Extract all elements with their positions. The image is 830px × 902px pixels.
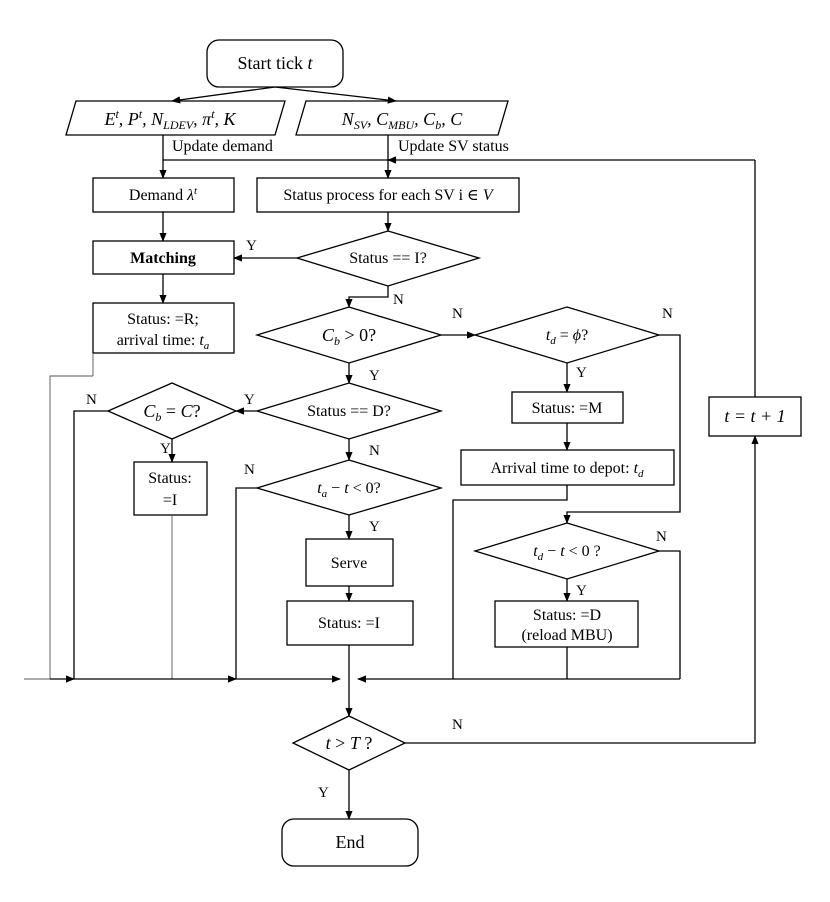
yn-tdphi-no: N (662, 306, 673, 322)
start-label: Start tick t (237, 53, 313, 73)
yn-cbgt0-yes: Y (369, 368, 380, 384)
yn-tgtT-no: N (452, 717, 463, 733)
yn-tat-yes: Y (369, 519, 380, 535)
status-d-label: Status == D? (307, 403, 391, 420)
yn-cbc-no: N (86, 392, 97, 408)
connectors (24, 86, 759, 820)
status-m-box (511, 391, 624, 424)
update-demand-label: Update demand (172, 138, 273, 155)
status-r-box (92, 302, 235, 354)
matching-label: Matching (130, 250, 196, 267)
arrival-depot-label: Arrival time to depot: td (490, 460, 644, 480)
yn-tgtT-yes: Y (318, 785, 329, 801)
serve-label: Serve (331, 555, 367, 572)
ta-minus-t-label: ta − t < 0? (317, 480, 381, 500)
yn-statusd-yes: Y (244, 392, 255, 408)
td-minus-t-label: td − t < 0 ? (533, 543, 601, 563)
status-r-line2: arrival time: ta (117, 332, 210, 352)
status-i-center-label: Status: =I (318, 615, 380, 632)
status-d-line1: Status: =D (533, 607, 601, 624)
increment-label: t = t + 1 (724, 406, 785, 426)
arrival-depot-box (460, 449, 675, 486)
yn-tdt-no: N (656, 529, 667, 545)
status-i-left-box (133, 461, 208, 516)
yn-tat-no: N (244, 462, 255, 478)
status-process-label: Status process for each SV i ∈ V (283, 187, 495, 204)
yn-cbgt0-no: N (452, 306, 463, 322)
cb-eq-c-label: Cb = C? (143, 401, 200, 424)
matching-box (92, 240, 235, 275)
status-i-left-line2: =I (163, 492, 177, 509)
yn-cbc-yes: Y (160, 441, 171, 457)
status-process-box (256, 177, 520, 213)
input-right-label: NSV, CMBU, Cb, C (341, 109, 463, 132)
t-gt-T-label: t > T ? (326, 733, 373, 753)
increment-box (708, 396, 802, 437)
status-i-decision-label: Status == I? (349, 250, 427, 267)
yn-status-i-no: N (393, 292, 404, 308)
input-left-label: Et, Pt, NLDEV, πt, K (103, 107, 236, 132)
update-sv-status-label: Update SV status (398, 138, 509, 155)
status-r-line1: Status: =R; (127, 311, 199, 328)
input-right-parallelogram (295, 100, 509, 136)
status-m-label: Status: =M (532, 400, 603, 417)
status-d-line2: (reload MBU) (521, 627, 612, 644)
yn-status-i-yes: Y (246, 238, 257, 254)
yn-tdphi-yes: Y (576, 365, 587, 381)
end-label: End (336, 832, 365, 852)
status-i-left-line1: Status: (148, 470, 192, 487)
demand-label: Demand λt (129, 185, 198, 204)
cb-gt-zero-label: Cb > 0? (322, 325, 376, 348)
yn-tdt-yes: Y (576, 583, 587, 599)
yn-statusd-no: N (369, 443, 380, 459)
input-left-parallelogram (65, 100, 286, 136)
td-phi-label: td = ϕ? (546, 327, 588, 347)
